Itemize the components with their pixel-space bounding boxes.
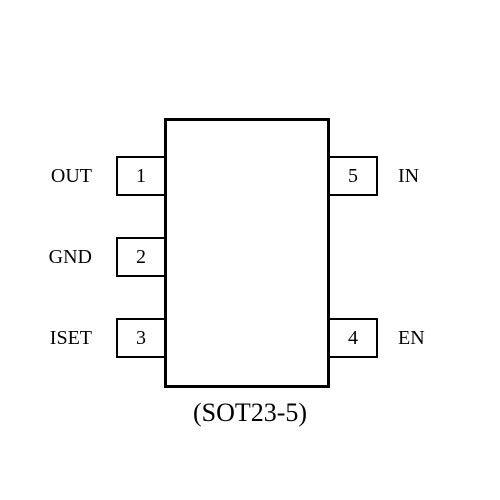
pin-4-label: EN [398,327,425,349]
pin-4-box: 4 [330,318,378,358]
pin-1-label: OUT [50,165,92,187]
pin-3-box: 3 [116,318,164,358]
chip-body [164,118,330,388]
pin-3-label: ISET [49,327,92,349]
pin-3-number: 3 [136,326,146,349]
pin-5-label: IN [398,165,420,187]
pin-1-box: 1 [116,156,164,196]
pin-2-number: 2 [136,245,146,268]
package-label: (SOT23-5) [192,398,308,427]
pin-5-number: 5 [348,164,358,187]
pin-4-number: 4 [348,326,358,349]
pin-5-box: 5 [330,156,378,196]
pin-1-number: 1 [136,164,146,187]
pin-2-label: GND [48,246,92,268]
pin-2-box: 2 [116,237,164,277]
